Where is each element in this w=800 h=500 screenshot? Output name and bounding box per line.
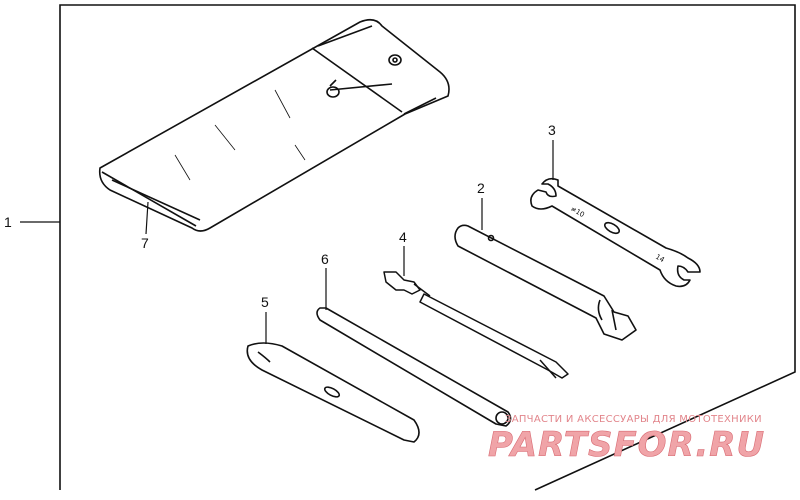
callout-1: 1 — [4, 214, 12, 230]
screwdriver — [383, 271, 569, 379]
watermark-brand: PARTSFOR.RU — [488, 425, 765, 465]
spark-plug-wrench — [454, 224, 637, 341]
callout-3: 3 — [548, 122, 556, 138]
callout-5: 5 — [261, 294, 269, 310]
callout-labels: 1 2 3 4 5 6 7 — [4, 122, 556, 310]
svg-text:14: 14 — [654, 253, 666, 265]
diagram-frame — [59, 4, 796, 491]
callout-6: 6 — [321, 251, 329, 267]
watermark: ЗАПЧАСТИ И АКСЕССУАРЫ ДЛЯ МОТОТЕХНИКИ PA… — [488, 414, 765, 465]
callout-2: 2 — [477, 180, 485, 196]
open-end-wrench: ≠10 14 — [530, 177, 701, 288]
tool-bag — [98, 18, 450, 232]
watermark-tagline: ЗАПЧАСТИ И АКСЕССУАРЫ ДЛЯ МОТОТЕХНИКИ — [505, 414, 762, 425]
leader-lines — [20, 140, 554, 344]
bag-snap-upper — [388, 54, 402, 66]
handle-bar — [316, 307, 512, 427]
bag-snap-lower — [326, 86, 340, 98]
callout-4: 4 — [399, 229, 407, 245]
callout-7: 7 — [141, 235, 149, 251]
